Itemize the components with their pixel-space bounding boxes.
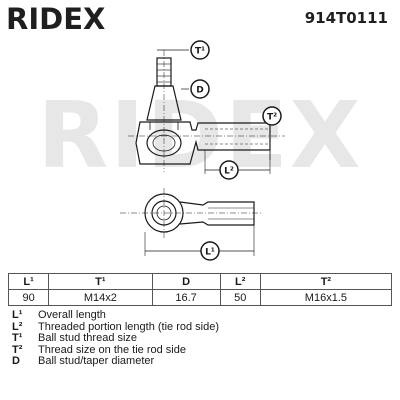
svg-text:D: D	[196, 86, 203, 96]
legend-item: L² Threaded portion length (tie rod side…	[12, 320, 219, 334]
svg-text:T²: T²	[267, 113, 277, 123]
legend-text: Threaded portion length (tie rod side)	[38, 320, 219, 333]
label-t2: T²	[262, 106, 282, 126]
header-t1: T¹	[48, 273, 153, 290]
legend-item: T¹ Ball stud thread size	[12, 333, 219, 345]
value-t1: M14x2	[48, 289, 153, 306]
svg-text:T¹: T¹	[195, 47, 205, 57]
part-number: 914T0111	[304, 9, 388, 27]
legend-text: Ball stud thread size	[38, 332, 138, 345]
brand-watermark: RIDEX	[37, 82, 363, 189]
value-d: 16.7	[151, 289, 221, 306]
technical-drawing: T¹ D T² L² L¹	[120, 40, 285, 261]
stud-taper	[146, 85, 182, 121]
value-t2: M16x1.5	[259, 289, 393, 306]
legend-code: L¹	[12, 309, 23, 321]
header-l1: L¹	[7, 273, 50, 290]
svg-text:L¹: L¹	[205, 248, 215, 258]
legend-item: D Ball stud/taper diameter	[12, 356, 219, 368]
legend-code: D	[12, 355, 20, 368]
label-t1: T¹	[190, 40, 210, 60]
legend-text: Thread size on the tie rod side	[38, 343, 186, 356]
value-l2: 50	[219, 289, 261, 306]
specs-header-row: L¹ T¹ D L² T²	[7, 273, 393, 290]
brand-logo: RIDEX	[6, 2, 106, 36]
header-t2: T²	[259, 273, 393, 290]
legend-text: Overall length	[38, 309, 106, 321]
housing-body	[135, 121, 271, 165]
header-d: D	[151, 273, 221, 290]
top-view-shank	[179, 201, 255, 226]
legend-code: L²	[12, 320, 23, 333]
specs-value-row: 90 M14x2 16.7 50 M16x1.5	[7, 289, 393, 306]
label-l1: L¹	[200, 241, 220, 261]
legend-code: T¹	[12, 332, 23, 345]
header: RIDEX 914T0111	[0, 0, 400, 38]
label-l2: L²	[219, 160, 239, 180]
svg-text:L²: L²	[224, 167, 234, 177]
legend-code: T²	[12, 343, 23, 356]
label-d: D	[190, 79, 210, 99]
specs-table: L¹ T¹ D L² T² 90 M14x2 16.7 50 M16x1.5	[7, 273, 393, 306]
value-l1: 90	[7, 289, 50, 306]
legend: L¹ Overall length L² Threaded portion le…	[12, 309, 219, 368]
legend-item: L¹ Overall length	[12, 309, 219, 322]
legend-item: T² Thread size on the tie rod side	[12, 343, 219, 357]
legend-text: Ball stud/taper diameter	[38, 355, 155, 368]
header-l2: L²	[219, 273, 261, 290]
